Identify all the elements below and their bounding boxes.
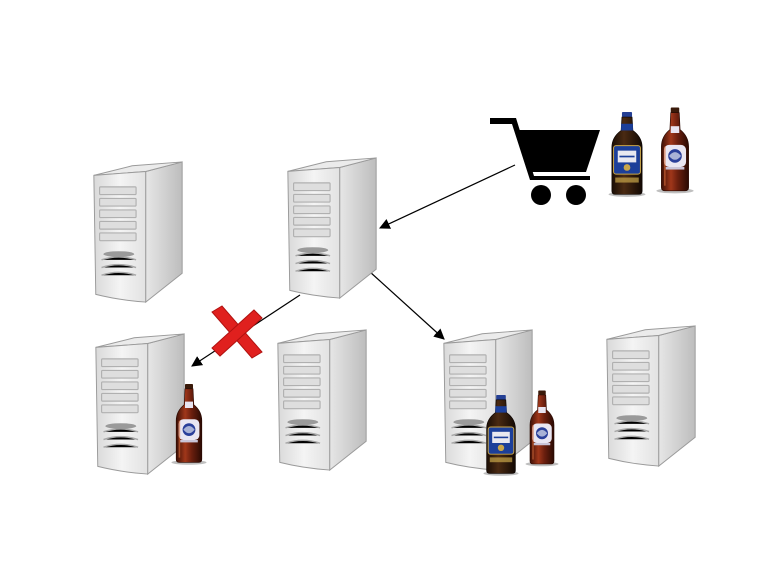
server-bottom-4	[606, 325, 696, 467]
amber-bottle	[655, 106, 695, 195]
server-bottom-2	[277, 329, 367, 471]
cart-to-server-arrow	[379, 164, 516, 229]
shopping-cart-icon	[490, 118, 600, 205]
blue-label-bottle	[607, 111, 647, 198]
server-top-center	[287, 157, 377, 299]
failure-x-icon	[211, 305, 263, 359]
server-bottom-1	[95, 333, 185, 475]
server-top-left	[93, 161, 183, 303]
replication-arrow-ok	[369, 271, 445, 340]
